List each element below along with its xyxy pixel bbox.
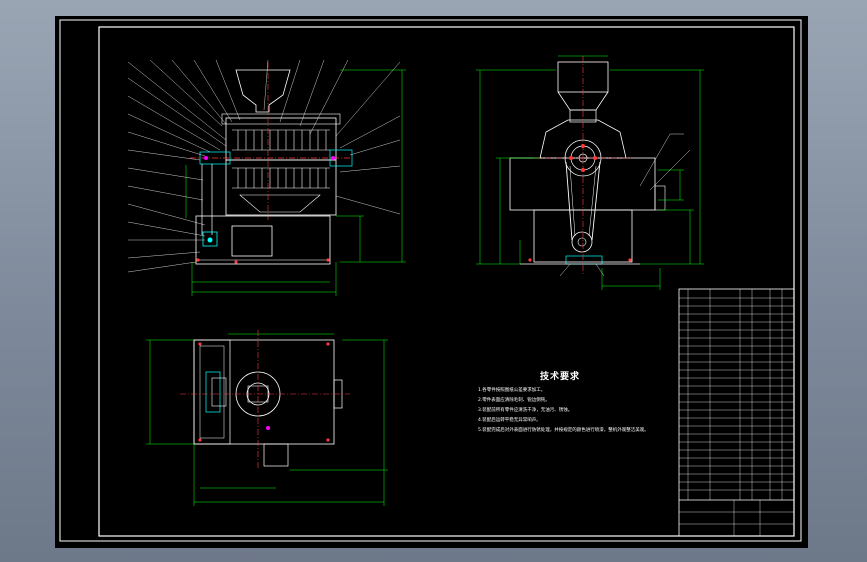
sheet-outer-border [59,19,802,542]
front-view [127,59,406,296]
top-view [146,330,388,506]
drawing-viewport[interactable] [55,16,808,548]
technical-requirement-item: 4.装配后运转平稳无异常响声。 [478,418,541,423]
technical-requirements-title: 技术要求 [540,372,581,382]
side-view [476,55,704,290]
technical-requirement-item: 5.装配完成后对外表面进行防锈处理，并按规定的颜色进行喷漆，整机外观整洁美观。 [478,428,649,433]
title-block [678,288,795,537]
sheet-inner-border [98,26,795,537]
technical-requirement-item: 2.零件表面应清除毛刺、锐边倒钝。 [478,398,550,403]
technical-requirement-item: 3.装配前所有零件应清洗干净，无油污、锈蚀。 [478,408,573,413]
technical-requirement-item: 1.各零件按照图纸公差要求加工。 [478,388,546,393]
